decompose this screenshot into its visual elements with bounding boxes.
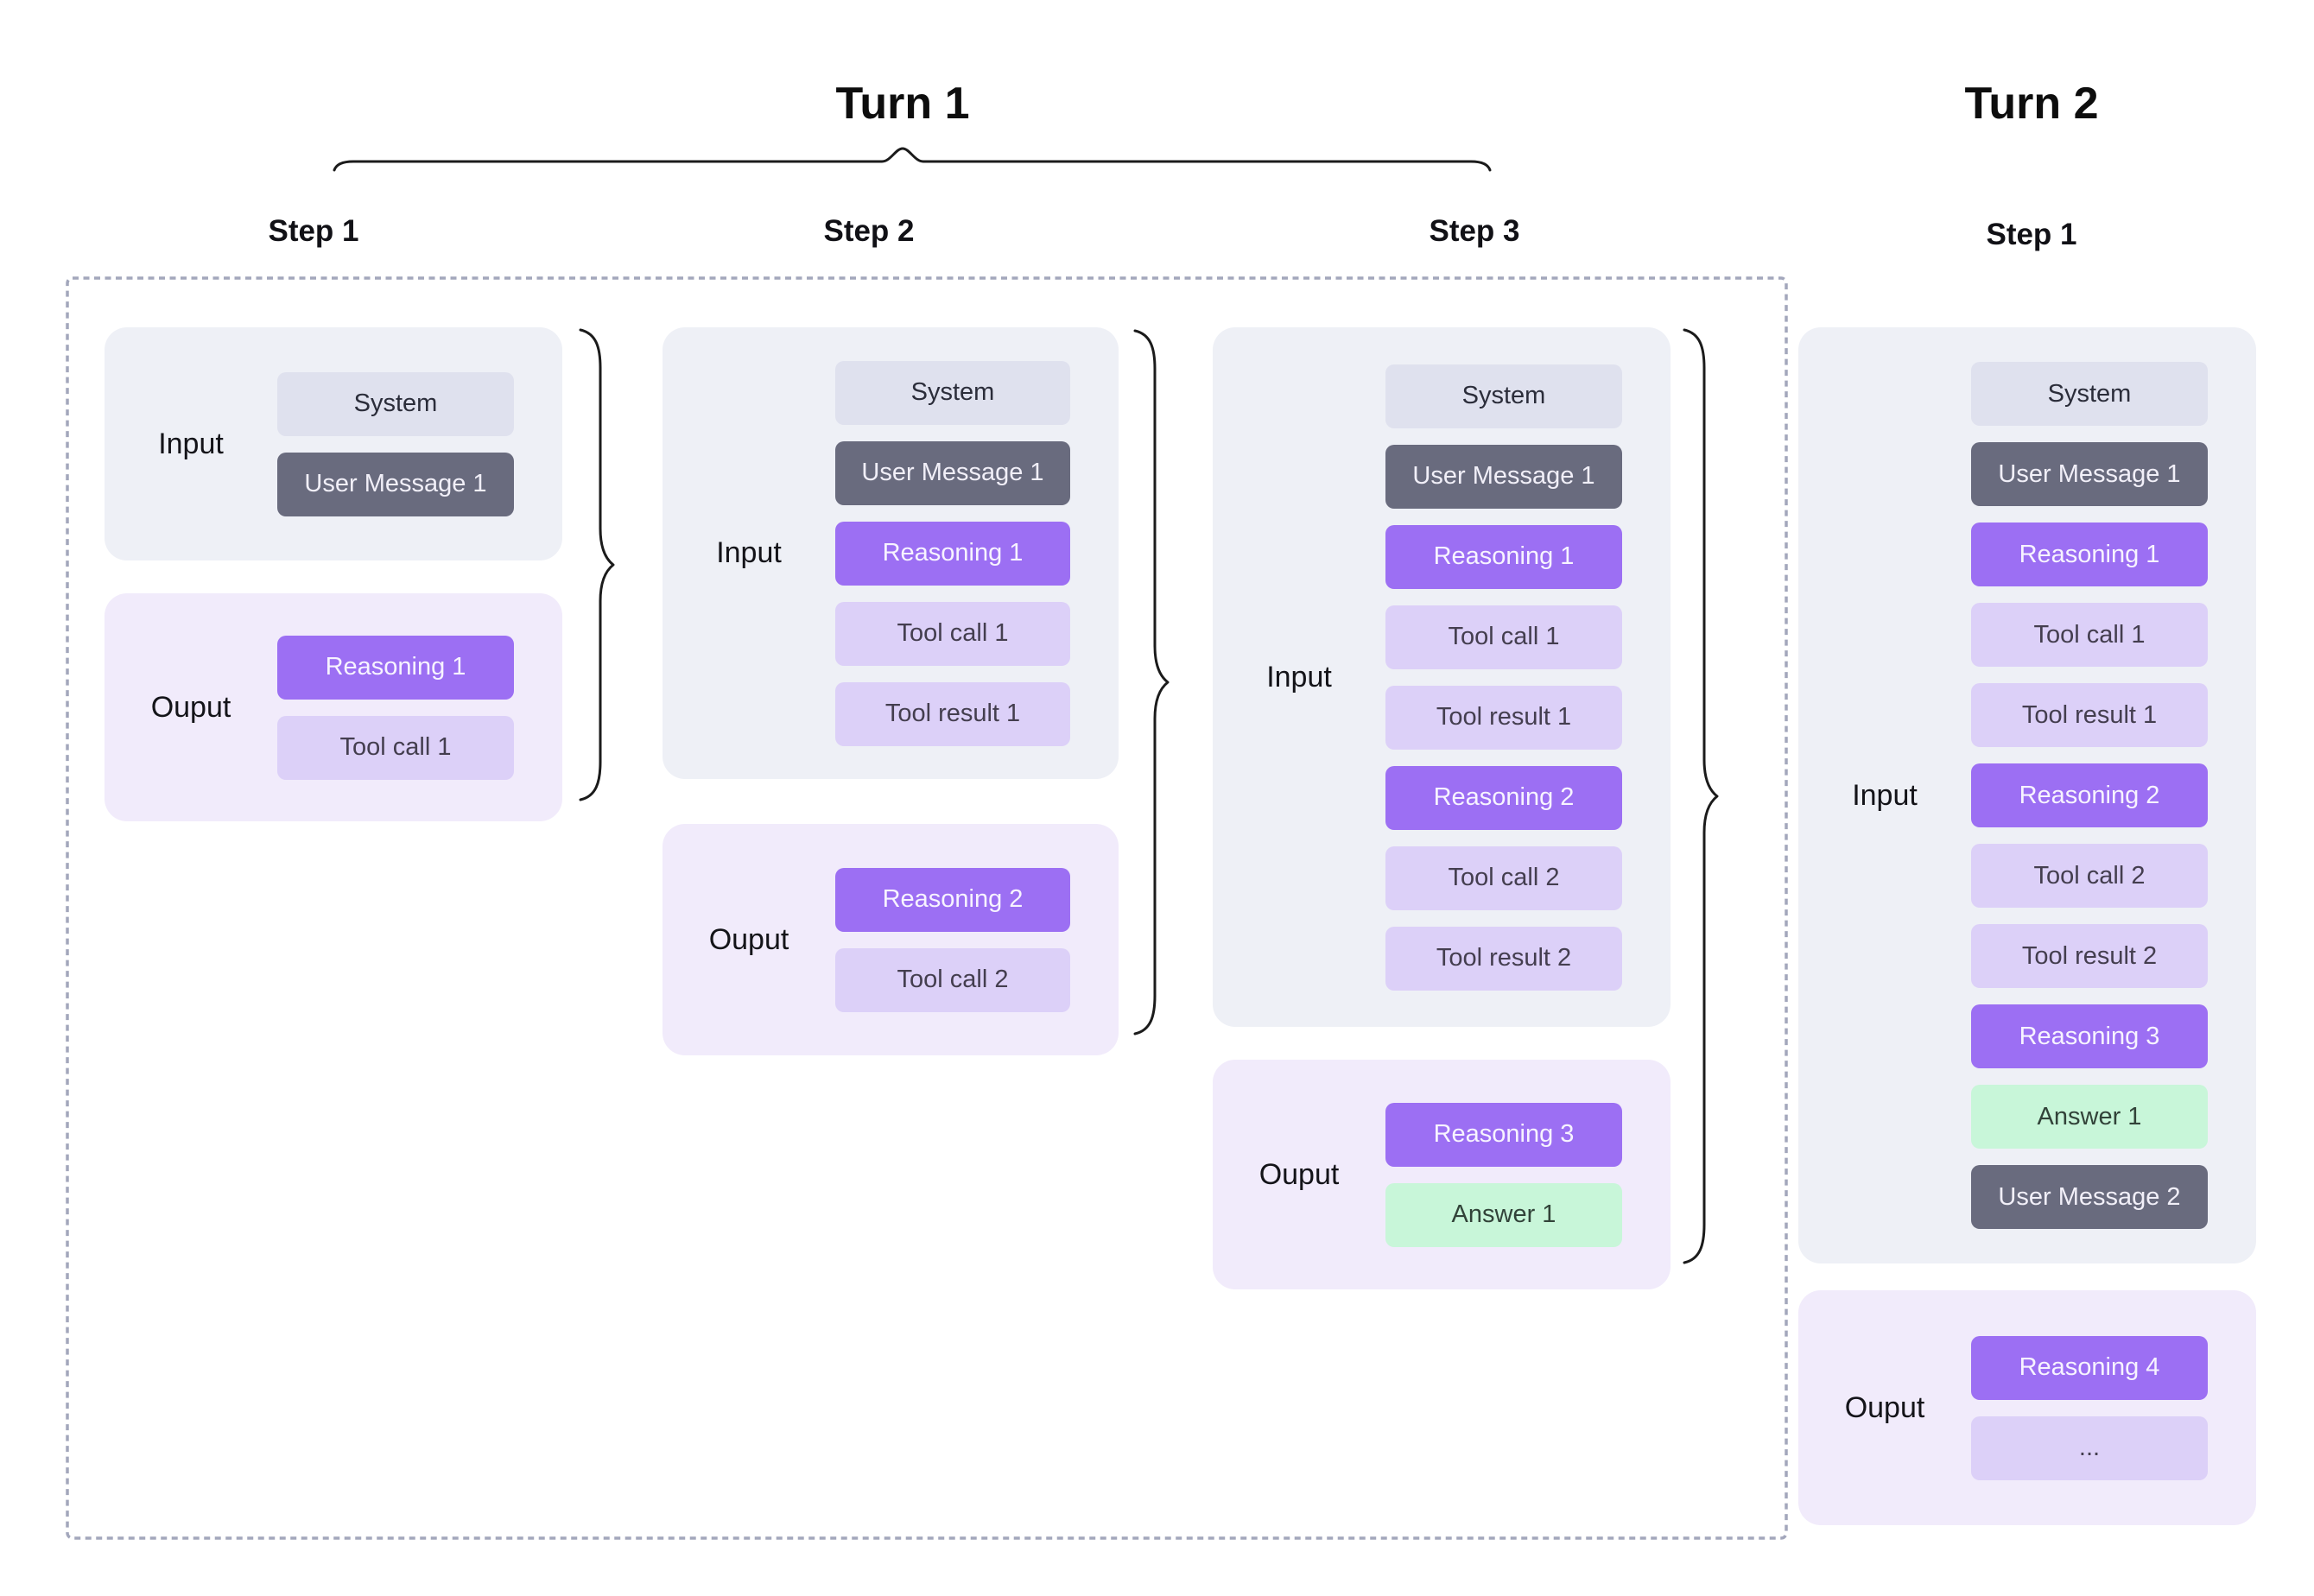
chip-tool-call: Tool call 1 xyxy=(1971,603,2208,667)
chip-tool-result: Tool result 1 xyxy=(1971,683,2208,747)
turn2-step1-output-panel: Ouput Reasoning 4 ... xyxy=(1798,1290,2256,1525)
output-label: Ouput xyxy=(150,690,231,724)
turn1-step1-output-panel: Ouput Reasoning 1 Tool call 1 xyxy=(105,593,562,821)
chip-reasoning: Reasoning 2 xyxy=(1385,765,1622,830)
input-label: Input xyxy=(1852,778,1918,812)
turn1-boundary-box xyxy=(66,276,1788,1540)
step3-carryover-brace-icon xyxy=(1683,328,1719,1264)
chip-tool-result: Tool result 2 xyxy=(1971,924,2208,988)
output-label: Ouput xyxy=(708,922,789,956)
chip-system: System xyxy=(1971,362,2208,426)
chip-tool-call: Tool call 1 xyxy=(277,715,514,780)
step2-carryover-brace-icon xyxy=(1133,329,1170,1036)
output-label: Ouput xyxy=(1844,1390,1925,1424)
chip-stack: Reasoning 3 Answer 1 xyxy=(1385,1102,1622,1247)
step1-carryover-brace-icon xyxy=(579,328,615,801)
input-label: Input xyxy=(716,536,782,569)
input-label: Input xyxy=(158,427,224,460)
chip-system: System xyxy=(277,371,514,436)
chip-stack: System User Message 1 Reasoning 1 Tool c… xyxy=(1971,362,2208,1229)
chip-tool-call: Tool call 2 xyxy=(1971,844,2208,908)
turn2-step1-title: Step 1 xyxy=(1986,218,2077,251)
chip-reasoning: Reasoning 3 xyxy=(1971,1004,2208,1068)
turn1-step2-output-panel: Ouput Reasoning 2 Tool call 2 xyxy=(663,824,1119,1055)
chip-reasoning: Reasoning 2 xyxy=(1971,763,2208,827)
chip-answer: Answer 1 xyxy=(1971,1085,2208,1149)
chip-system: System xyxy=(1385,364,1622,428)
turn1-step1-title: Step 1 xyxy=(268,214,359,248)
chip-tool-call: Tool call 1 xyxy=(1385,605,1622,669)
turn2-step1-input-panel: Input System User Message 1 Reasoning 1 … xyxy=(1798,327,2256,1264)
chip-user-message: User Message 1 xyxy=(835,440,1070,505)
chip-reasoning: Reasoning 1 xyxy=(1385,524,1622,589)
chip-tool-call: Tool call 2 xyxy=(835,947,1070,1012)
chip-user-message: User Message 1 xyxy=(1971,442,2208,506)
chip-stack: System User Message 1 xyxy=(277,371,514,516)
turn1-step3-title: Step 3 xyxy=(1429,214,1520,248)
chip-tool-result: Tool result 2 xyxy=(1385,926,1622,991)
turn1-title: Turn 1 xyxy=(835,79,970,129)
chip-reasoning: Reasoning 1 xyxy=(835,521,1070,586)
turn1-step3-input-panel: Input System User Message 1 Reasoning 1 … xyxy=(1213,327,1671,1027)
chip-stack: Reasoning 2 Tool call 2 xyxy=(835,867,1070,1012)
chip-user-message: User Message 1 xyxy=(277,452,514,516)
chip-user-message: User Message 2 xyxy=(1971,1165,2208,1229)
chip-user-message: User Message 1 xyxy=(1385,444,1622,509)
input-label: Input xyxy=(1266,660,1332,694)
chip-reasoning: Reasoning 3 xyxy=(1385,1102,1622,1167)
chip-system: System xyxy=(835,360,1070,425)
chip-stack: System User Message 1 Reasoning 1 Tool c… xyxy=(835,360,1070,746)
turn1-span-brace-icon xyxy=(333,147,1492,172)
chip-tool-call: Tool call 1 xyxy=(835,601,1070,666)
chip-tool-result: Tool result 1 xyxy=(835,681,1070,746)
chip-stack: System User Message 1 Reasoning 1 Tool c… xyxy=(1385,364,1622,991)
turn1-step2-title: Step 2 xyxy=(823,214,915,248)
chip-answer: Answer 1 xyxy=(1385,1182,1622,1247)
output-label: Ouput xyxy=(1258,1157,1340,1191)
chip-stack: Reasoning 1 Tool call 1 xyxy=(277,635,514,780)
chip-reasoning: Reasoning 1 xyxy=(277,635,514,700)
chip-ellipsis: ... xyxy=(1971,1416,2208,1480)
turn1-step2-input-panel: Input System User Message 1 Reasoning 1 … xyxy=(663,327,1119,779)
chip-reasoning: Reasoning 4 xyxy=(1971,1335,2208,1400)
chip-tool-result: Tool result 1 xyxy=(1385,685,1622,750)
chip-stack: Reasoning 4 ... xyxy=(1971,1335,2208,1480)
turn1-step3-output-panel: Ouput Reasoning 3 Answer 1 xyxy=(1213,1060,1671,1289)
chip-reasoning: Reasoning 2 xyxy=(835,867,1070,932)
chip-reasoning: Reasoning 1 xyxy=(1971,522,2208,586)
chip-tool-call: Tool call 2 xyxy=(1385,846,1622,910)
turn1-step1-input-panel: Input System User Message 1 xyxy=(105,327,562,560)
turn2-title: Turn 2 xyxy=(1964,79,2099,129)
